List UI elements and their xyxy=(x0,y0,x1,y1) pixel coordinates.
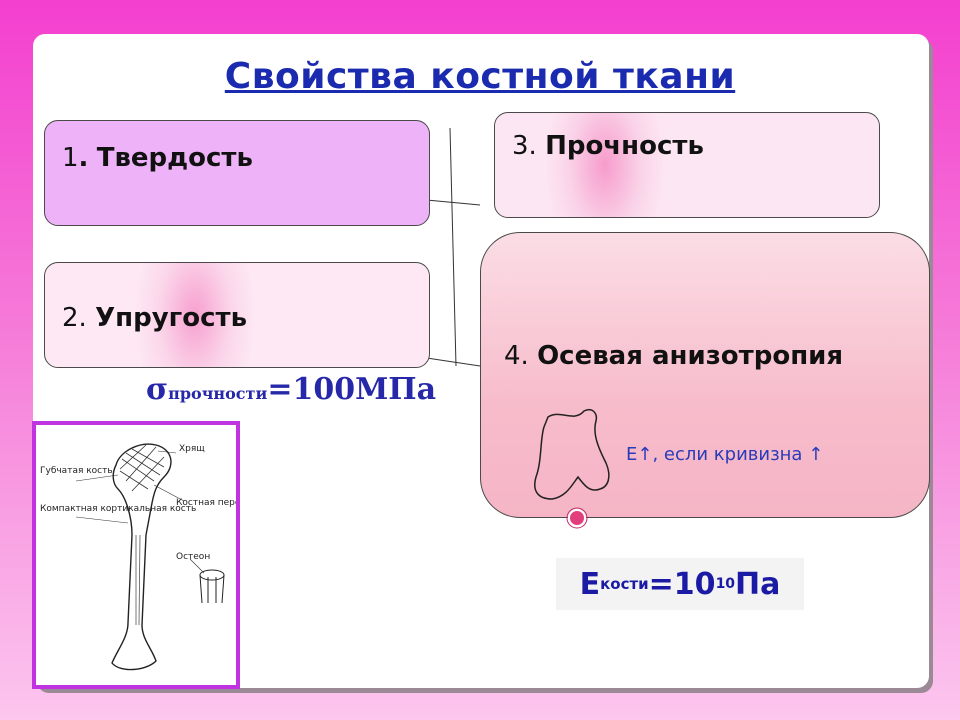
label-osteon: Остеон xyxy=(176,552,210,562)
label-cartilage: Хрящ xyxy=(179,444,205,454)
property-label-anisotropy: 4. Осевая анизотропия xyxy=(504,341,844,371)
property-box-anisotropy: 4. Осевая анизотропия xyxy=(480,232,930,518)
property-box-hardness: 1. Твердость xyxy=(44,120,430,226)
property-label-strength: 3. Прочность xyxy=(512,131,704,161)
label-trabecula: Костная перекладина xyxy=(176,498,236,508)
femur-bone-icon: Хрящ Губчатая кость Компактная кортикаль… xyxy=(40,443,281,671)
label-compact: Компактная кортикальная кость xyxy=(40,504,196,514)
strength-formula: σпрочности=100МПа xyxy=(146,372,437,407)
property-label-elasticity: 2. Упругость xyxy=(62,303,248,333)
property-label-hardness: 1. Твердость xyxy=(62,143,253,173)
dot-marker xyxy=(566,507,588,529)
curvature-note: Е↑, если кривизна ↑ xyxy=(626,444,824,465)
slide-title: Свойства костной ткани xyxy=(224,56,736,97)
property-box-strength: 3. Прочность xyxy=(494,112,880,218)
label-spongy: Губчатая кость xyxy=(40,466,113,476)
property-box-elasticity: 2. Упругость xyxy=(44,262,430,368)
curved-shape-icon xyxy=(534,409,610,500)
bone-illustration: Хрящ Губчатая кость Компактная кортикаль… xyxy=(32,421,281,689)
